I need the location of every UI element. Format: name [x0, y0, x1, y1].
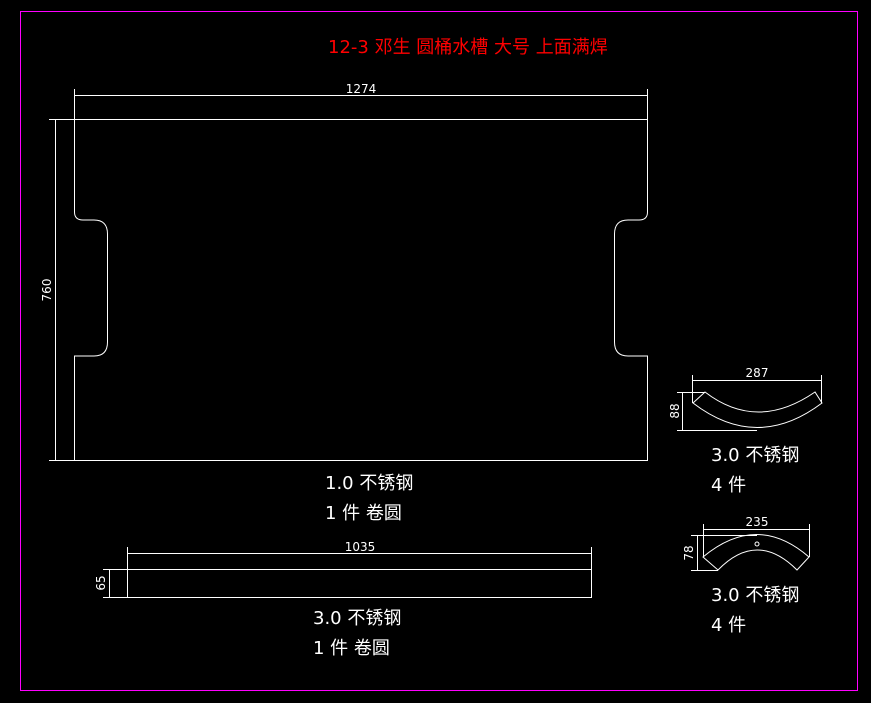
strip-material: 3.0 不锈钢 — [313, 608, 401, 629]
panel-quantity: 1 件 卷圆 — [325, 503, 402, 524]
arc1-material: 3.0 不锈钢 — [711, 445, 799, 466]
panel-width-dim: 1274 — [346, 82, 377, 96]
arc1-outline — [692, 391, 823, 428]
arc2-width-dim: 235 — [746, 515, 769, 529]
strip-part: 1035 65 3.0 不锈钢 1 件 卷圆 — [94, 540, 592, 659]
drawing-border — [20, 11, 858, 691]
arc1-quantity: 4 件 — [711, 475, 746, 496]
panel-outline — [74, 119, 648, 461]
strip-outline — [127, 569, 592, 598]
panel-height-dim: 760 — [40, 279, 54, 302]
drawing-title: 12-3 邓生 圆桶水槽 大号 上面满焊 — [328, 37, 608, 58]
arc2-outline — [702, 534, 810, 571]
arc1-width-dim: 287 — [746, 366, 769, 380]
arc2-quantity: 4 件 — [711, 615, 746, 636]
arc2-part: 235 78 3.0 不锈钢 4 件 — [682, 515, 810, 636]
panel-material: 1.0 不锈钢 — [325, 473, 413, 494]
strip-width-dim: 1035 — [345, 540, 376, 554]
hole — [754, 541, 760, 547]
arc2-material: 3.0 不锈钢 — [711, 585, 799, 606]
panel-part: 1274 760 1.0 不锈钢 1 件 卷圆 — [40, 82, 648, 524]
strip-quantity: 1 件 卷圆 — [313, 638, 390, 659]
arc1-height-dim: 88 — [668, 403, 682, 418]
arc1-part: 287 88 3.0 不锈钢 4 件 — [668, 366, 823, 496]
strip-height-dim: 65 — [94, 575, 108, 590]
arc2-height-dim: 78 — [682, 545, 696, 560]
